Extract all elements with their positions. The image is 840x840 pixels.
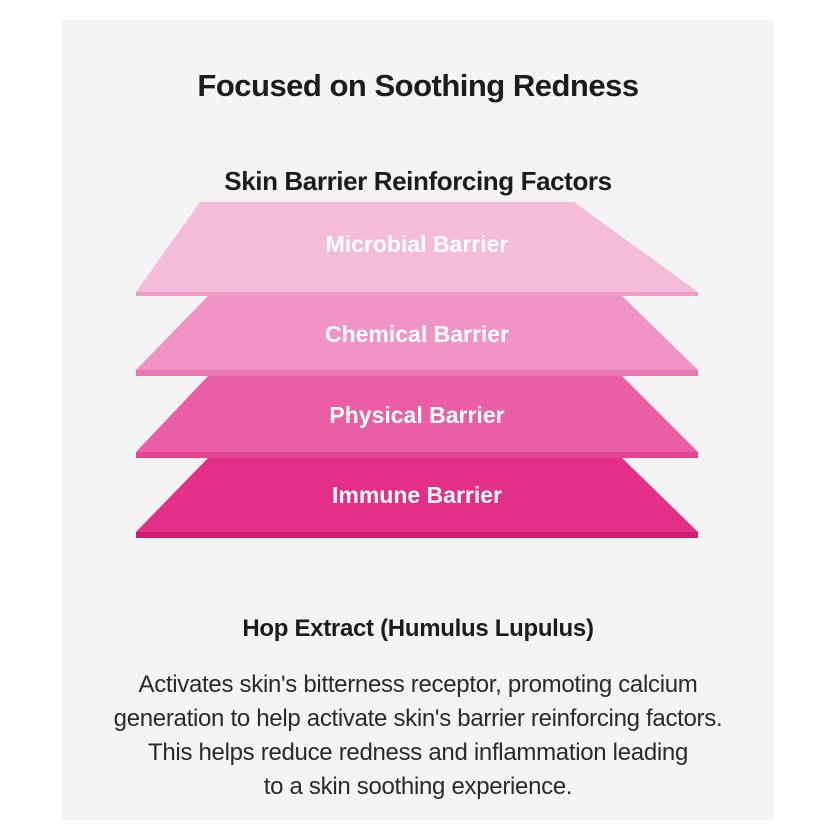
layer-microbial-barrier: Microbial Barrier (136, 202, 698, 296)
layer-chemical-shape (136, 296, 698, 370)
description-line: Activates skin's bitterness receptor, pr… (138, 671, 698, 698)
layer-chemical-edge (136, 370, 698, 376)
layer-chemical-label: Chemical Barrier (325, 321, 509, 347)
ingredient-description: Activates skin's bitterness receptor, pr… (62, 668, 774, 804)
layer-chemical-barrier: Chemical Barrier (136, 296, 698, 376)
ingredient-heading: Hop Extract (Humulus Lupulus) (242, 615, 594, 642)
layer-immune-shape (136, 458, 698, 532)
layer-physical-shape (136, 376, 698, 452)
layer-microbial-label: Microbial Barrier (326, 231, 509, 257)
description-line: This helps reduce redness and inflammati… (148, 739, 688, 766)
barrier-layers-diagram: Microbial Barrier Chemical Barrier Physi… (136, 202, 698, 538)
layer-physical-label: Physical Barrier (329, 402, 504, 428)
content-panel: Focused on Soothing Redness Skin Barrier… (62, 20, 774, 820)
description-line: to a skin soothing experience. (263, 773, 573, 800)
layer-microbial-shape (136, 202, 698, 292)
page-title: Focused on Soothing Redness (197, 68, 639, 103)
layer-physical-edge (136, 452, 698, 458)
layer-immune-label: Immune Barrier (332, 482, 502, 508)
layer-immune-barrier: Immune Barrier (136, 458, 698, 538)
layer-microbial-edge (136, 292, 698, 296)
description-line: generation to help activate skin's barri… (113, 705, 723, 732)
layer-physical-barrier: Physical Barrier (136, 376, 698, 458)
diagram-subtitle: Skin Barrier Reinforcing Factors (224, 166, 612, 196)
layer-immune-edge (136, 532, 698, 538)
